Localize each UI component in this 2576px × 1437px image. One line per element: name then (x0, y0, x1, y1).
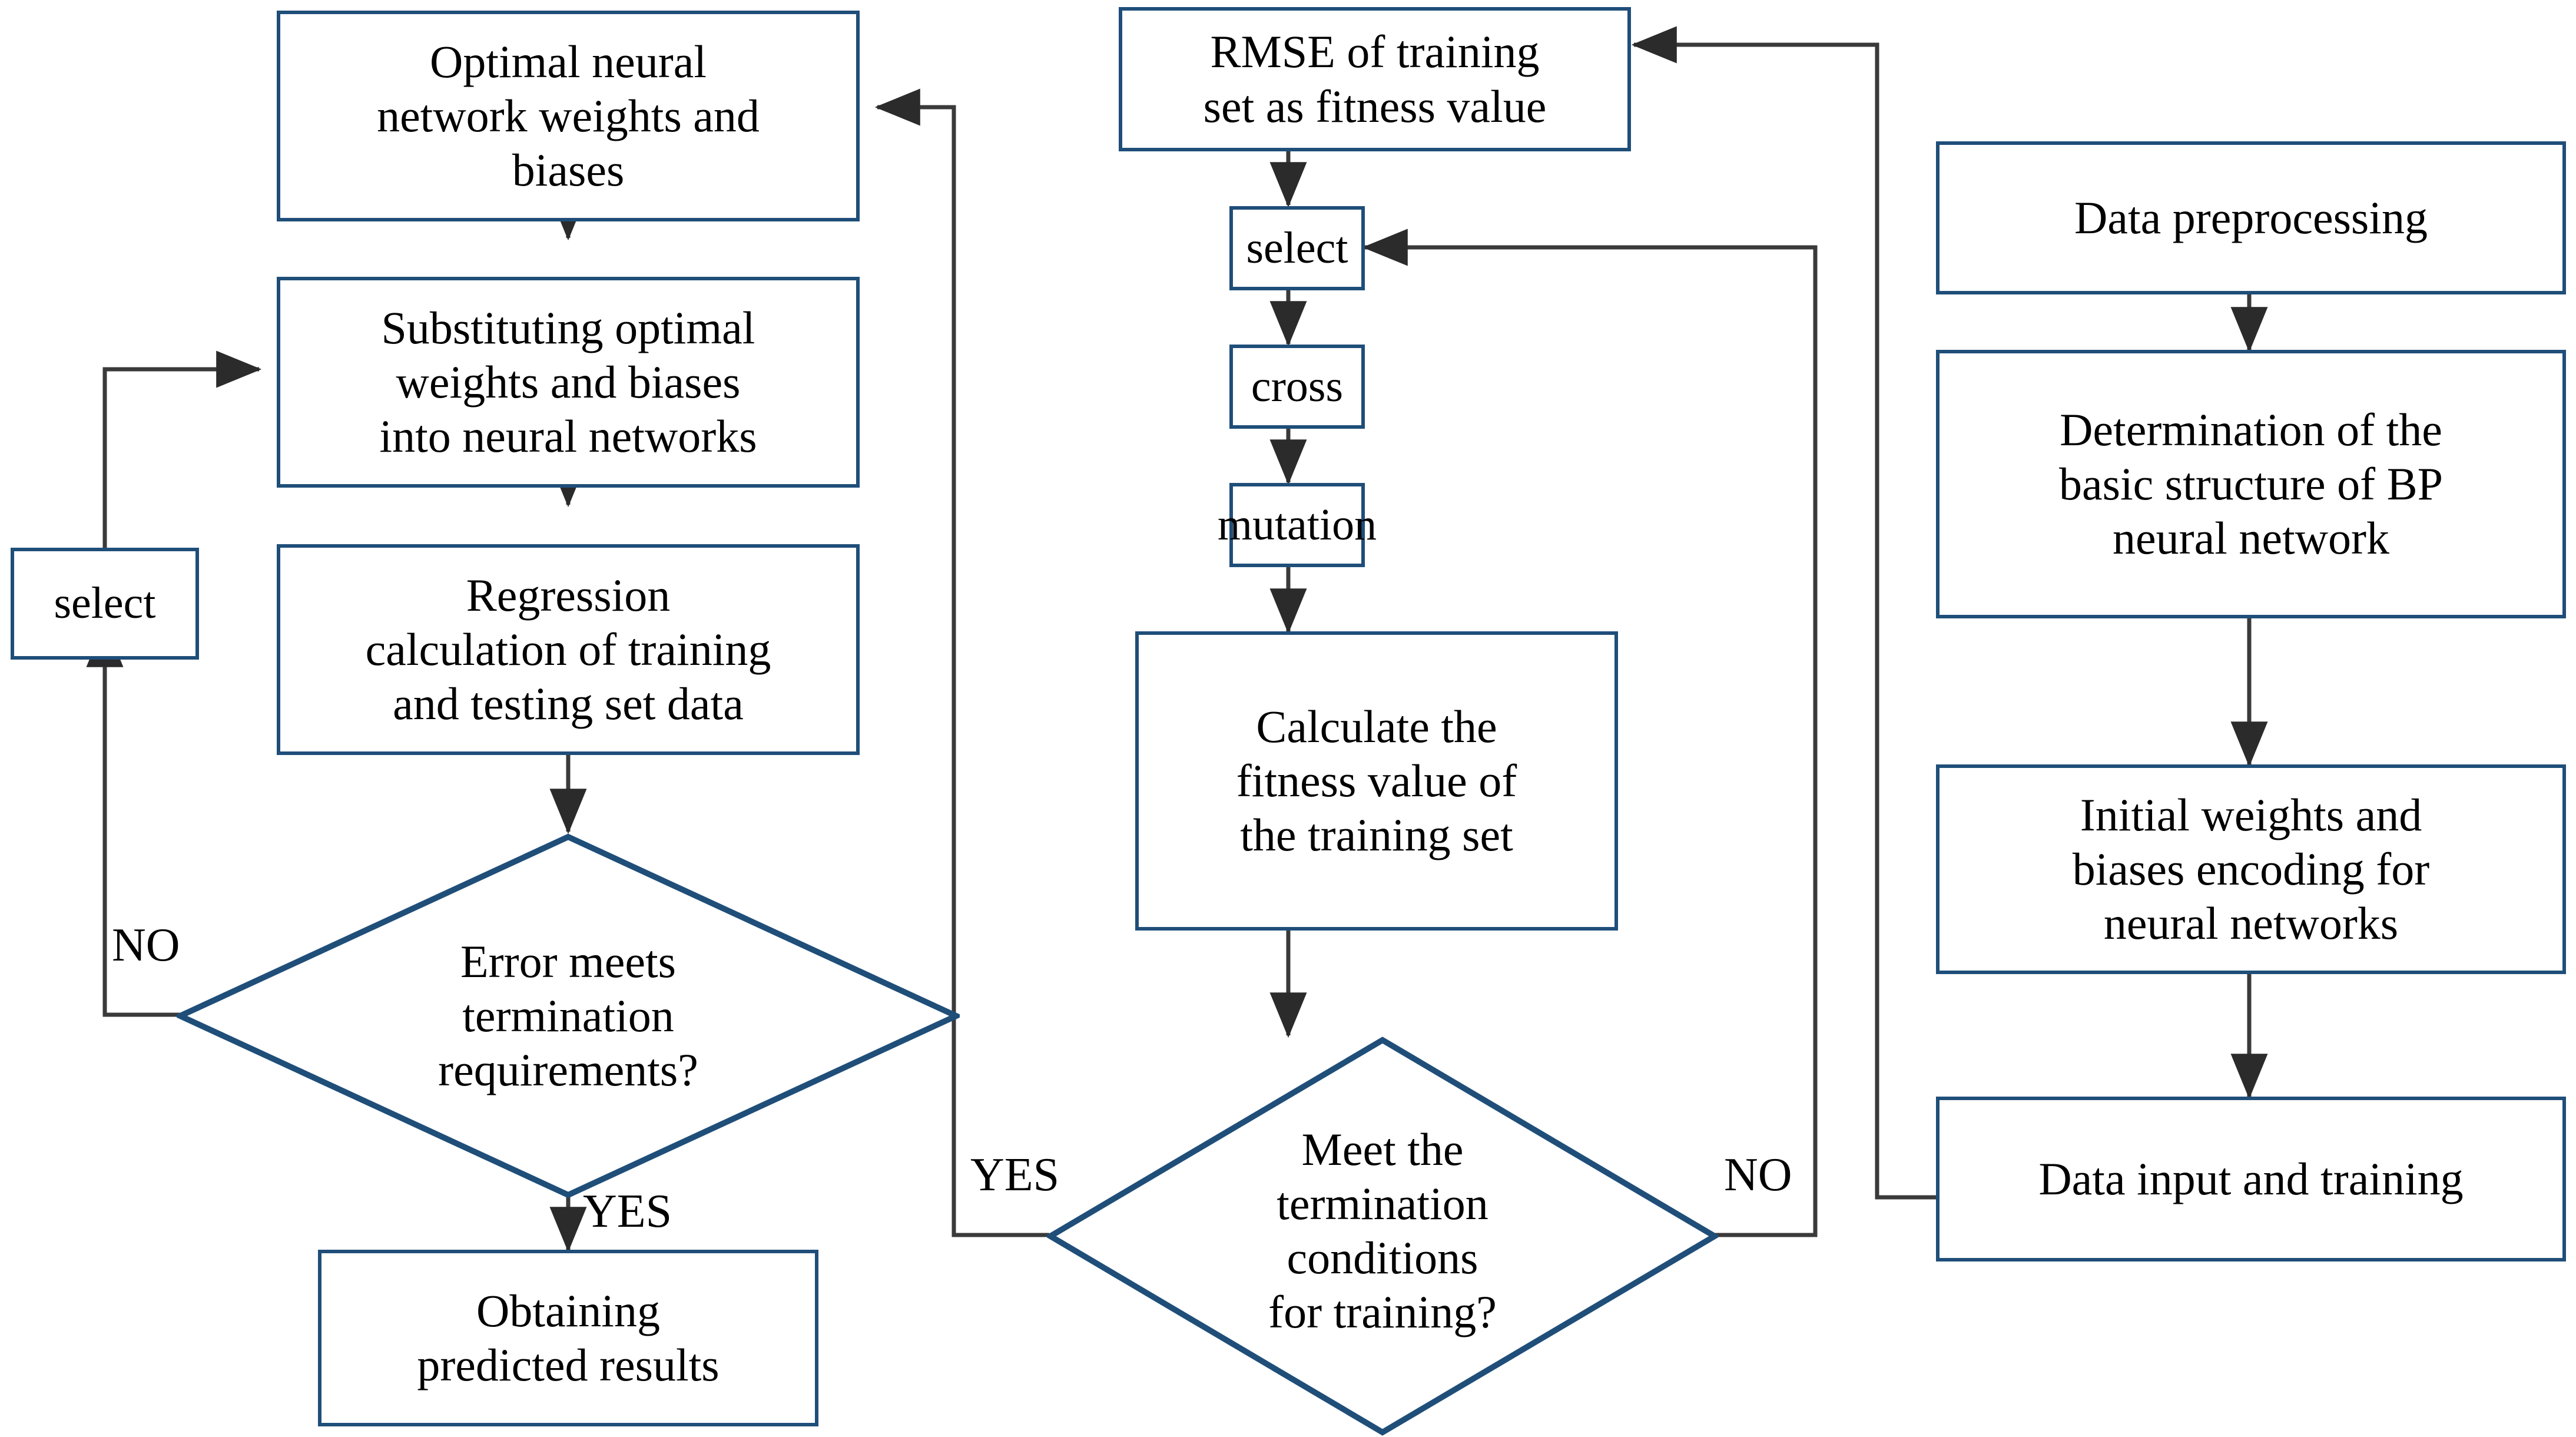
box-regression-calculation[interactable]: Regression calculation of training and t… (277, 544, 860, 755)
box-optimal-neural-network-weights[interactable]: Optimal neural network weights and biase… (277, 11, 860, 221)
edge-select-to-substituting (102, 350, 262, 548)
box-obtaining-predicted-results[interactable]: Obtaining predicted results (318, 1250, 818, 1426)
box-data-input-and-training[interactable]: Data input and training (1936, 1097, 2566, 1261)
diamond-error-meets-termination-shape[interactable] (177, 833, 960, 1198)
box-substituting-optimal-weights[interactable]: Substituting optimal weights and biases … (277, 277, 860, 488)
box-calculate-fitness-value[interactable]: Calculate the fitness value of the train… (1135, 631, 1618, 931)
edge-error-no-to-select (86, 621, 183, 1017)
box-select-middle[interactable]: select (1229, 206, 1365, 290)
edge-meet-no-to-select (1362, 229, 1818, 1237)
diamond-error-meets-termination-label: Error meets termination requirements? (438, 935, 698, 1096)
edge-label-middle-no: NO (1724, 1149, 1792, 1201)
edge-data-input-to-rmse (1631, 26, 1936, 1200)
edge-meet-yes-to-optimal-weights (874, 88, 1049, 1237)
box-determination-basic-structure[interactable]: Determination of the basic structure of … (1936, 350, 2566, 618)
diamond-meet-termination-conditions-shape[interactable] (1047, 1037, 1718, 1436)
box-initial-weights-encoding[interactable]: Initial weights and biases encoding for … (1936, 764, 2566, 974)
box-cross[interactable]: cross (1229, 345, 1365, 429)
edge-label-left-yes: YES (583, 1186, 672, 1237)
box-data-preprocessing[interactable]: Data preprocessing (1936, 141, 2566, 294)
edge-label-left-no: NO (112, 919, 180, 971)
edge-label-middle-yes: YES (970, 1149, 1060, 1201)
box-select-left[interactable]: select (11, 548, 199, 660)
box-mutation[interactable]: mutation (1218, 483, 1377, 567)
box-rmse-of-training-set[interactable]: RMSE of training set as fitness value (1119, 7, 1631, 151)
diamond-meet-termination-conditions-label: Meet the termination conditions for trai… (1268, 1123, 1497, 1338)
